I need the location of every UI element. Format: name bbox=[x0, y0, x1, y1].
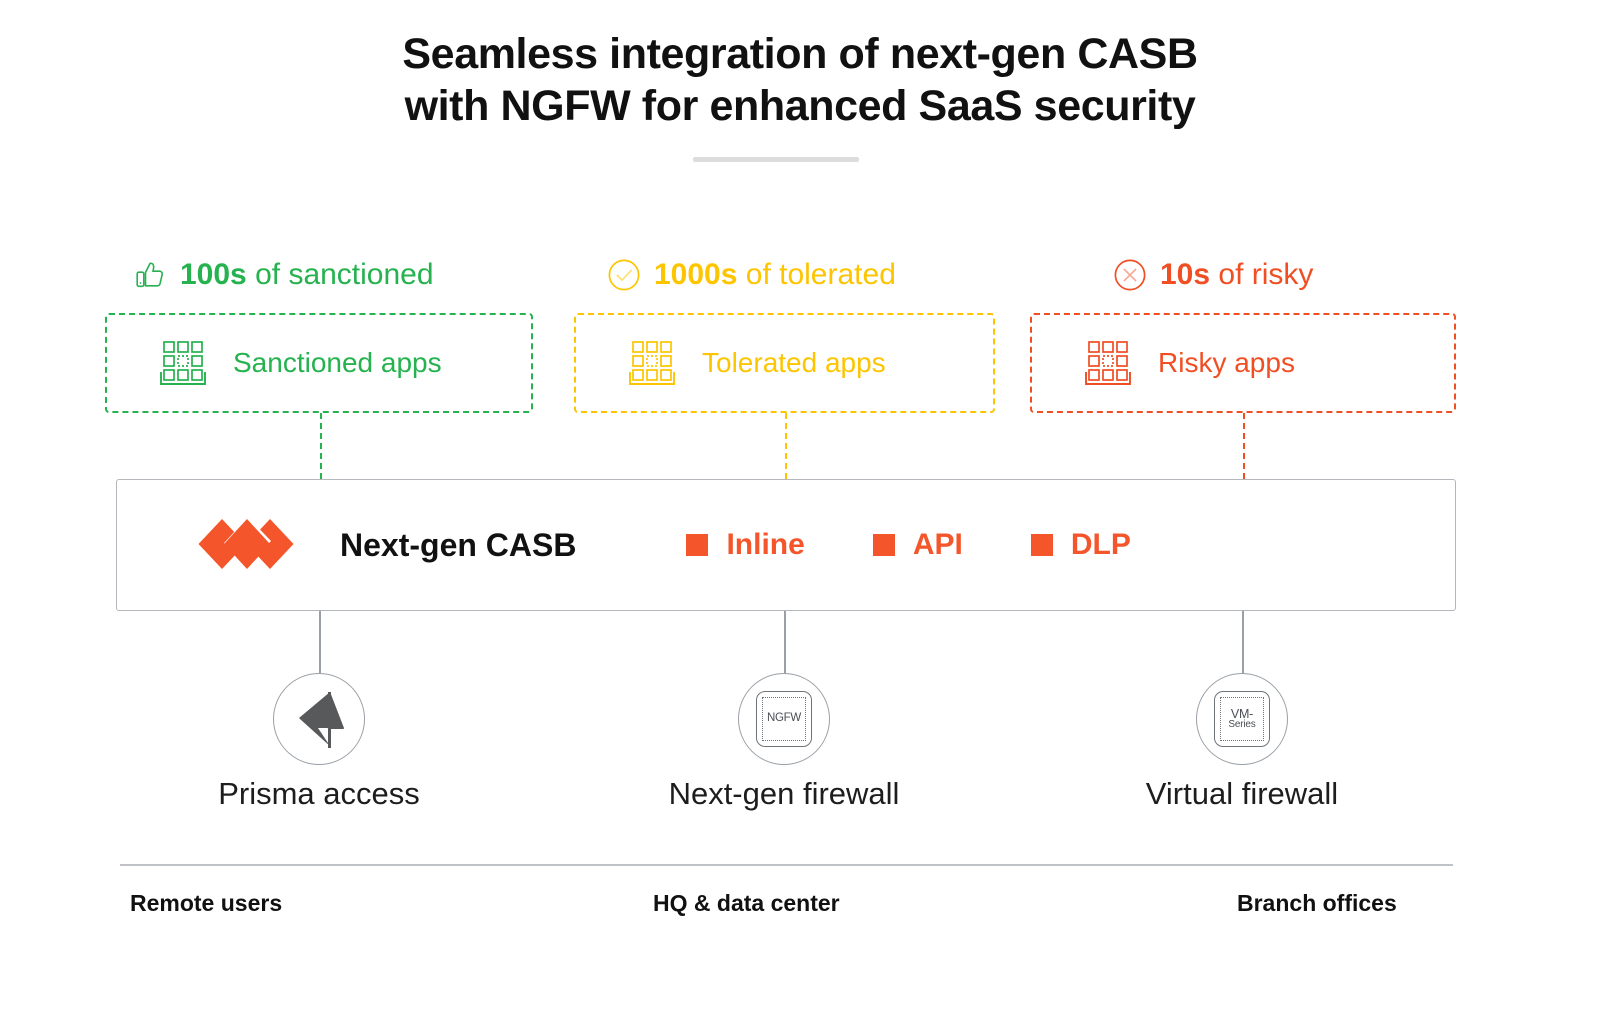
capability-label: Inline bbox=[726, 528, 805, 561]
category-header-sanctioned: 100s of sanctioned bbox=[133, 255, 434, 295]
capability-inline[interactable]: Inline bbox=[686, 528, 805, 561]
node-virtual-firewall[interactable]: VM- Series bbox=[1196, 673, 1288, 765]
category-header-tolerated: 1000s of tolerated bbox=[607, 255, 896, 295]
connector-casb-to-prisma-access bbox=[319, 611, 321, 675]
count-value: 1000s bbox=[654, 258, 738, 291]
palo-alto-networks-logo bbox=[117, 508, 306, 582]
apps-grid-icon bbox=[159, 339, 209, 387]
app-box-sanctioned[interactable]: Sanctioned apps bbox=[105, 313, 533, 413]
check-circle-icon bbox=[607, 258, 641, 292]
vm-icon-label-line2: Series bbox=[1228, 719, 1256, 731]
connector-casb-to-virtual-firewall bbox=[1242, 611, 1244, 675]
ngfw-appliance-icon: NGFW bbox=[756, 691, 812, 747]
app-box-label: Sanctioned apps bbox=[233, 347, 442, 378]
apps-grid-icon bbox=[1084, 339, 1134, 387]
count-value: 10s bbox=[1160, 258, 1211, 291]
next-gen-casb-panel[interactable]: Next-gen CASB Inline API DLP bbox=[116, 479, 1456, 611]
prisma-logo-icon bbox=[292, 688, 346, 750]
vm-series-appliance-icon: VM- Series bbox=[1214, 691, 1270, 747]
vm-icon-label-line1: VM- bbox=[1230, 706, 1254, 721]
square-bullet-icon bbox=[686, 534, 709, 556]
node-prisma-access[interactable] bbox=[273, 673, 365, 765]
title-line-2: with NGFW for enhanced SaaS security bbox=[404, 82, 1196, 131]
zone-label-branch-offices: Branch offices bbox=[1237, 890, 1397, 916]
connector-sanctioned-to-casb bbox=[320, 413, 322, 479]
title-divider bbox=[693, 157, 859, 162]
count-suffix: of sanctioned bbox=[246, 258, 434, 291]
count-suffix: of risky bbox=[1210, 258, 1314, 291]
x-circle-icon bbox=[1113, 258, 1147, 292]
zone-label-hq-data-center: HQ & data center bbox=[653, 890, 840, 916]
title-line-1: Seamless integration of next-gen CASB bbox=[402, 30, 1198, 78]
square-bullet-icon bbox=[1030, 534, 1053, 556]
ngfw-icon-label: NGFW bbox=[767, 712, 801, 725]
apps-grid-icon bbox=[628, 339, 678, 387]
capability-dlp[interactable]: DLP bbox=[1030, 528, 1131, 561]
app-box-label: Risky apps bbox=[1158, 347, 1295, 378]
connector-risky-to-casb bbox=[1243, 413, 1245, 479]
connector-tolerated-to-casb bbox=[785, 413, 787, 479]
capability-label: API bbox=[912, 528, 963, 561]
capability-label: DLP bbox=[1070, 528, 1131, 561]
category-header-risky: 10s of risky bbox=[1113, 255, 1313, 295]
category-count-tolerated: 1000s of tolerated bbox=[654, 260, 896, 290]
app-box-label: Tolerated apps bbox=[702, 347, 886, 378]
node-next-gen-firewall[interactable]: NGFW bbox=[738, 673, 830, 765]
footer-divider bbox=[120, 864, 1453, 866]
category-count-sanctioned: 100s of sanctioned bbox=[180, 260, 434, 290]
category-count-risky: 10s of risky bbox=[1160, 260, 1313, 290]
page-title: Seamless integration of next-gen CASB wi… bbox=[0, 28, 1600, 133]
count-value: 100s bbox=[180, 258, 247, 291]
square-bullet-icon bbox=[872, 534, 895, 556]
casb-panel-title: Next-gen CASB bbox=[340, 527, 577, 563]
node-label-next-gen-firewall: Next-gen firewall bbox=[668, 776, 900, 811]
casb-capability-list: Inline API DLP bbox=[686, 528, 1131, 561]
app-box-tolerated[interactable]: Tolerated apps bbox=[574, 313, 995, 413]
app-box-risky[interactable]: Risky apps bbox=[1030, 313, 1456, 413]
count-suffix: of tolerated bbox=[737, 258, 896, 291]
connector-casb-to-next-gen-firewall bbox=[784, 611, 786, 675]
zone-label-remote-users: Remote users bbox=[130, 890, 283, 916]
thumbs-up-icon bbox=[133, 258, 167, 292]
node-label-virtual-firewall: Virtual firewall bbox=[1145, 776, 1339, 811]
capability-api[interactable]: API bbox=[872, 528, 963, 561]
node-label-prisma-access: Prisma access bbox=[218, 776, 420, 811]
